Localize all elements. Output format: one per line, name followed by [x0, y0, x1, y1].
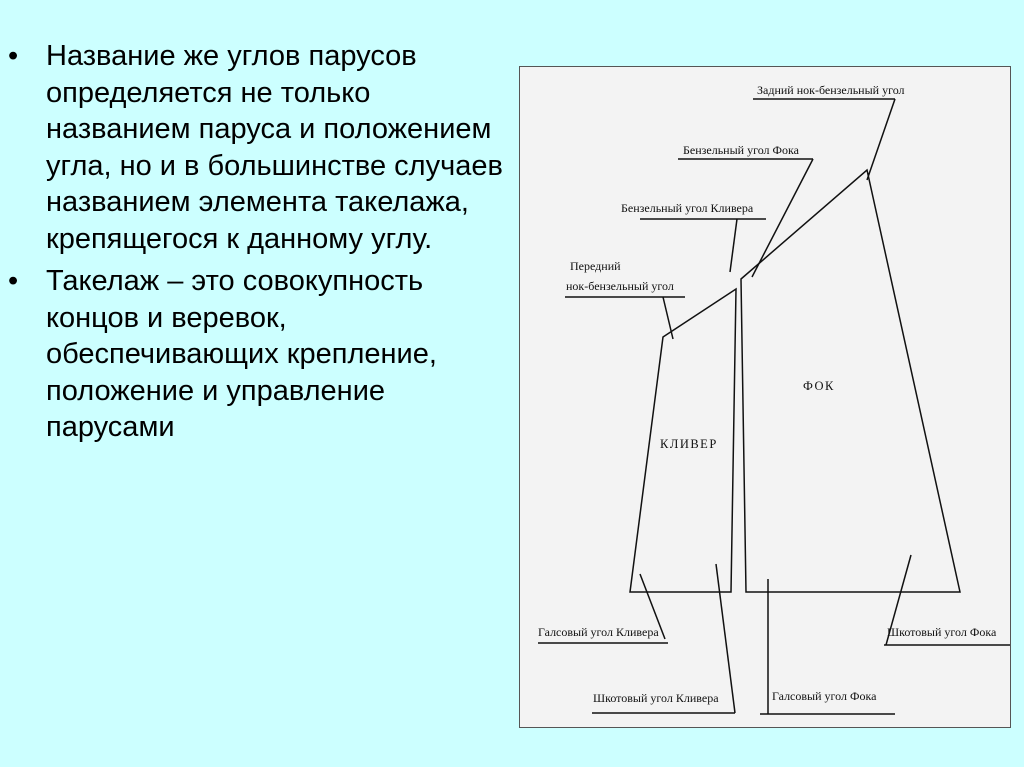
- bullet-text: Такелаж – это совокупность концов и вере…: [46, 265, 437, 443]
- leader-line-jib-head-pointer: [729, 218, 738, 273]
- label-jib-clew-corner: Шкотовый угол Кливера: [593, 691, 719, 705]
- leader-line-fore-clew: [885, 554, 912, 646]
- bullet-marker: •: [8, 265, 19, 297]
- jib-sail-outline: [629, 287, 737, 593]
- label-fore-clew-corner: Шкотовый угол Фока: [887, 625, 997, 639]
- bullet-item-corner-names: • Название же углов парусов определяется…: [8, 38, 508, 257]
- label-foresail: ФОК: [803, 379, 835, 393]
- sail-diagram-svg: Задний нок-бензельный угол Бензельный уг…: [538, 83, 1010, 715]
- label-fore-head-corner: Бензельный угол Фока: [683, 143, 800, 157]
- bullet-list: • Название же углов парусов определяется…: [8, 38, 508, 452]
- foresail-outline: [740, 168, 961, 593]
- label-aft-peak-corner: Задний нок-бензельный угол: [757, 83, 905, 97]
- leader-line-jib-tack: [639, 573, 666, 640]
- label-fore-peak-corner-line1: Передний: [570, 259, 621, 273]
- label-jib-sail: КЛИВЕР: [660, 437, 718, 451]
- leader-line-fore-head-pointer: [751, 158, 814, 278]
- sail-diagram: Задний нок-бензельный угол Бензельный уг…: [519, 66, 1011, 728]
- label-fore-tack-corner: Галсовый угол Фока: [772, 689, 877, 703]
- leader-line-jib-clew: [715, 563, 736, 714]
- label-jib-head-corner: Бензельный угол Кливера: [621, 201, 754, 215]
- bullet-item-rigging-definition: • Такелаж – это совокупность концов и ве…: [8, 263, 508, 446]
- leader-line-fore-peak-pointer: [662, 296, 674, 340]
- bullet-marker: •: [8, 40, 19, 72]
- leader-line-aft-peak-pointer: [866, 98, 896, 181]
- bullet-text: Название же углов парусов определяется н…: [46, 40, 503, 255]
- label-fore-peak-corner-line2: нок-бензельный угол: [566, 279, 674, 293]
- label-jib-tack-corner: Галсовый угол Кливера: [538, 625, 659, 639]
